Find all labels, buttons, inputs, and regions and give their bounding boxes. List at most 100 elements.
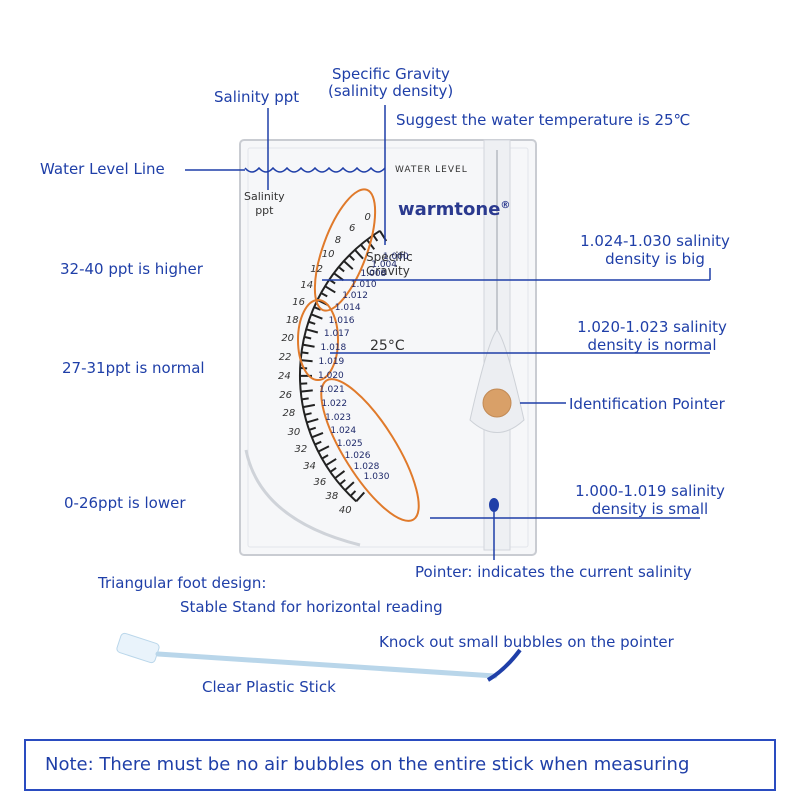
scale-tick (310, 313, 323, 320)
ppt-tick-label: 8 (334, 235, 342, 247)
hydrometer-body (239, 139, 537, 556)
scale-tick (334, 470, 346, 480)
ppt-tick-label: 32 (294, 444, 308, 456)
salinity-ppt-label: Salinity ppt (214, 88, 300, 106)
stick-paddle (116, 632, 160, 664)
specific-gravity-label: Specific Gravity (332, 65, 450, 83)
sg-tick-label: 1.021 (318, 385, 345, 396)
ppt-tick-label: 6 (348, 222, 356, 234)
scale-tick (300, 359, 313, 363)
ppt-scale-ticks (299, 229, 388, 503)
sg-tick-label: 1.024 (330, 426, 357, 437)
lower-range-label: 0-26ppt is lower (64, 494, 186, 512)
stick-handle (155, 651, 498, 679)
sg-tick-label: 1.010 (350, 279, 377, 290)
scale-tick (343, 260, 354, 270)
scale-tick (338, 266, 345, 273)
sg-tick-label: 1.025 (336, 438, 363, 449)
scale-tick (339, 479, 346, 486)
normal-range-highlight (297, 299, 339, 381)
foot-design-label: Triangular foot design: (98, 574, 267, 592)
ppt-tick-label: 10 (321, 248, 335, 260)
sg-tick-label: 1.004 (371, 260, 397, 271)
scale-tick (308, 426, 317, 431)
identification-pointer-label: Identification Pointer (569, 395, 725, 413)
ppt-tick-label: 34 (303, 460, 316, 472)
ppt-tick-label: 28 (282, 408, 296, 420)
scale-tick (320, 292, 328, 298)
knock-callout (486, 648, 522, 682)
scale-tick (301, 397, 309, 401)
ppt-tick-label: 30 (287, 426, 301, 438)
sg-tick-label: 1.019 (318, 356, 345, 367)
stable-stand-label: Stable Stand for horizontal reading (180, 598, 443, 616)
temperature-note: Suggest the water temperature is 25℃ (396, 111, 691, 129)
sg-tick-label: 1.014 (334, 303, 361, 314)
scale-tick (304, 335, 312, 340)
ppt-tick-label: 20 (281, 333, 295, 345)
sg-tick-label: 1.008 (360, 269, 387, 280)
ppt-tick-label: 18 (285, 314, 299, 326)
sg-tick-label: 1.020 (318, 371, 344, 382)
sg-tick-label: 1.023 (325, 412, 351, 423)
scale-tick (300, 389, 313, 393)
sg-tick-label: 1.018 (320, 342, 347, 353)
ppt-tick-label: 38 (325, 491, 339, 503)
ppt-tick-label: 16 (292, 297, 305, 309)
scale-tick (324, 285, 336, 294)
water-level-text: WATER LEVEL (395, 165, 468, 175)
scale-tick (305, 328, 319, 334)
scale-tick (302, 403, 316, 409)
normal-range-label: 27-31ppt is normal (62, 359, 205, 377)
knock-bubbles-label: Knock out small bubbles on the pointer (379, 633, 674, 651)
triangular-foot (244, 449, 361, 547)
ppt-tick-label: 24 (278, 370, 291, 382)
scale-tick (313, 306, 321, 311)
scale-tick (348, 254, 355, 261)
scale-tick (304, 412, 312, 416)
scale-tick (306, 418, 319, 424)
sg-tick-label: 1.017 (323, 329, 350, 340)
identification-ball (482, 388, 512, 418)
scale-tick (311, 431, 324, 439)
ppt-tick-label: 26 (279, 389, 293, 401)
device-temp: 25°C (370, 338, 405, 354)
note-text: Note: There must be no air bubbles on th… (45, 754, 690, 775)
plastic-stick-label: Clear Plastic Stick (202, 678, 336, 696)
ppt-tick-label: 14 (300, 280, 314, 292)
scale-tick (325, 458, 337, 467)
sg-tick-label: 1.026 (344, 450, 371, 461)
scale-tick (333, 272, 345, 282)
salinity-density-label: (salinity density) (328, 82, 454, 100)
low-range-highlight (320, 378, 420, 522)
ppt-tick-label: 12 (310, 263, 323, 275)
sg-tick-label: 1.016 (328, 315, 355, 326)
brand-logo: warmtone® (398, 199, 511, 220)
scale-tick (354, 249, 364, 260)
callout-lines (185, 105, 711, 560)
sg-tick-label: 1.000 (382, 251, 409, 262)
scale-tick (329, 467, 337, 473)
ppt-tick-label: 36 (313, 476, 327, 488)
scale-tick (317, 445, 330, 453)
scale-tick (308, 320, 316, 325)
scale-tick (372, 234, 379, 242)
ppt-tick-label: 0 (364, 211, 371, 223)
scale-tick (314, 440, 322, 446)
ppt-tick-label: 22 (278, 351, 292, 363)
sg-tick-label: 1.028 (353, 461, 380, 472)
higher-range-label: 32-40 ppt is higher (60, 260, 203, 278)
sg-tick-label: 1.012 (342, 290, 368, 301)
scale-tick (301, 351, 309, 355)
ppt-tick-label: 40 (338, 504, 352, 516)
scale-tick (355, 491, 366, 503)
pointer-label: Pointer: indicates the current salinity (415, 563, 692, 581)
scale-tick (349, 490, 357, 497)
sg-tick-label: 1.022 (321, 399, 348, 410)
scale-tick (344, 481, 355, 492)
